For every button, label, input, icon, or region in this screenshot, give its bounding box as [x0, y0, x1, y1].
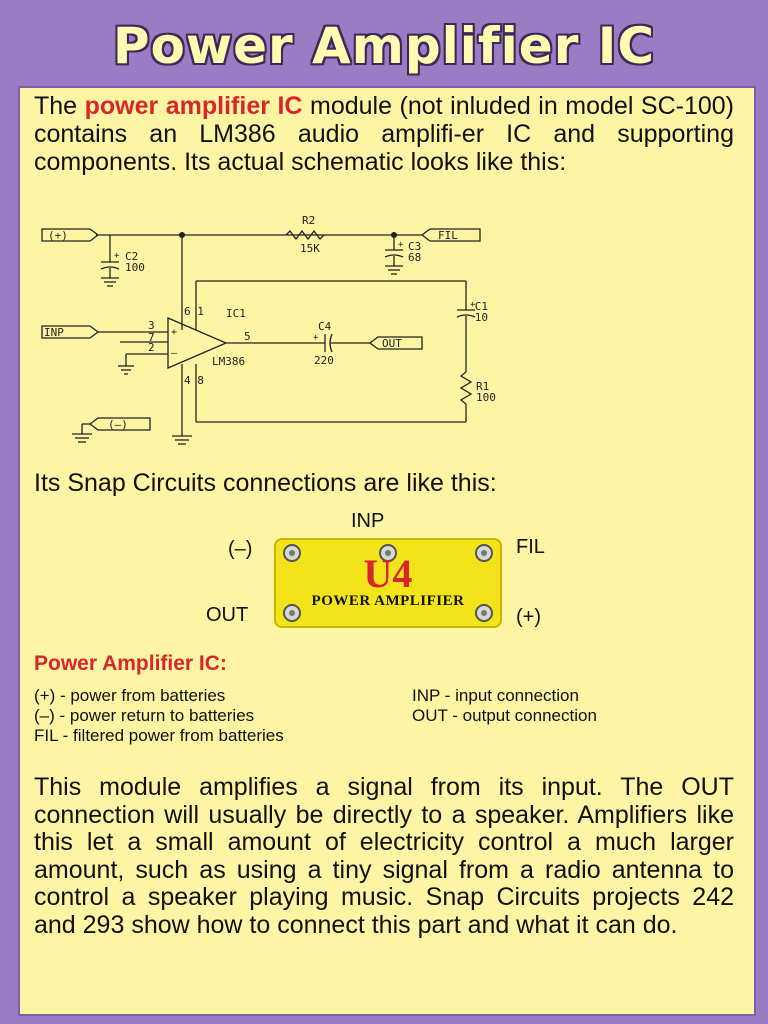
module-label-out: OUT — [206, 604, 249, 626]
c2-plus: + — [114, 251, 120, 261]
snap-minus[interactable] — [283, 544, 301, 562]
legend-out: OUT - output connection — [412, 706, 597, 725]
legend-inp: INP - input connection — [412, 686, 579, 705]
snap-inp[interactable] — [379, 544, 397, 562]
intro-highlight: power amplifier IC — [84, 92, 303, 120]
c3-value: 68 — [408, 251, 421, 264]
legend-heading: Power Amplifier IC: — [34, 652, 227, 675]
pin-4-8: 4 8 — [184, 374, 204, 387]
out-terminal-label: OUT — [382, 337, 402, 350]
ic1-minus: – — [171, 348, 178, 359]
module-label-minus: (–) — [228, 538, 253, 560]
pin-3: 3 — [148, 319, 155, 332]
inp-terminal-shape — [41, 325, 100, 339]
ic1-part: LM386 — [212, 355, 245, 368]
fil-terminal-shape — [420, 228, 481, 242]
minus-terminal-shape — [88, 417, 151, 431]
r2-value: 15K — [300, 242, 320, 255]
ic1-plus: + — [171, 327, 177, 338]
out-terminal-shape — [368, 336, 423, 350]
pin-2: 2 — [148, 341, 155, 354]
fil-terminal-label: FIL — [438, 229, 458, 242]
c3-plus: + — [398, 240, 404, 250]
legend: (+) - power from batteries INP - input c… — [34, 686, 734, 746]
u4-module: U4 POWER AMPLIFIER — [274, 538, 502, 628]
connections-text: Its Snap Circuits connections are like t… — [34, 469, 497, 497]
pin-5: 5 — [244, 330, 251, 343]
intro-rest: module (not inluded in model SC-100) con… — [34, 92, 734, 176]
ic1-name: IC1 — [226, 307, 246, 320]
plus-terminal-shape — [41, 228, 100, 242]
pin-7: 7 — [148, 331, 155, 344]
schematic-diagram: (+) + C2 100 R2 15K FIL + C3 68 — [41, 214, 496, 445]
module-label-fil: FIL — [516, 536, 545, 558]
module-label-inp: INP — [351, 510, 385, 532]
c4-name: C4 — [318, 320, 332, 333]
ic1-amplifier-symbol — [167, 317, 228, 369]
c1-value: 10 — [475, 311, 488, 324]
module-label-plus: (+) — [516, 606, 541, 628]
c2-name: C2 — [125, 250, 138, 263]
c1-plus: + — [470, 300, 476, 310]
c4-value: 220 — [314, 354, 334, 367]
intro-lead: The — [34, 92, 85, 120]
legend-minus: (–) - power return to batteries — [34, 706, 255, 725]
page-title: Power Amplifier IC — [112, 17, 656, 75]
legend-plus: (+) - power from batteries — [34, 686, 226, 705]
snap-fil[interactable] — [475, 544, 493, 562]
content-panel: The power amplifier IC module (not inlud… — [18, 86, 756, 1016]
snap-out[interactable] — [283, 604, 301, 622]
c3-name: C3 — [408, 240, 421, 253]
snap-plus[interactable] — [475, 604, 493, 622]
r2-name: R2 — [302, 214, 315, 227]
plus-terminal-label: (+) — [48, 229, 68, 242]
legend-fil: FIL - filtered power from batteries — [34, 726, 284, 745]
r1-name: R1 — [476, 380, 489, 393]
c1-name: C1 — [475, 300, 488, 313]
pin-6-1: 6 1 — [184, 305, 204, 318]
r1-value: 100 — [476, 391, 496, 404]
module-part-name: POWER AMPLIFIER — [311, 593, 465, 609]
inp-terminal-label: INP — [44, 326, 64, 339]
intro-paragraph: The power amplifier IC module (not inlud… — [34, 92, 734, 176]
module-part-id: U4 — [363, 551, 413, 596]
closing-paragraph: This module amplifies a signal from its … — [34, 773, 734, 939]
minus-terminal-label: (–) — [108, 418, 128, 431]
c2-value: 100 — [125, 261, 145, 274]
c4-plus: + — [313, 333, 319, 343]
